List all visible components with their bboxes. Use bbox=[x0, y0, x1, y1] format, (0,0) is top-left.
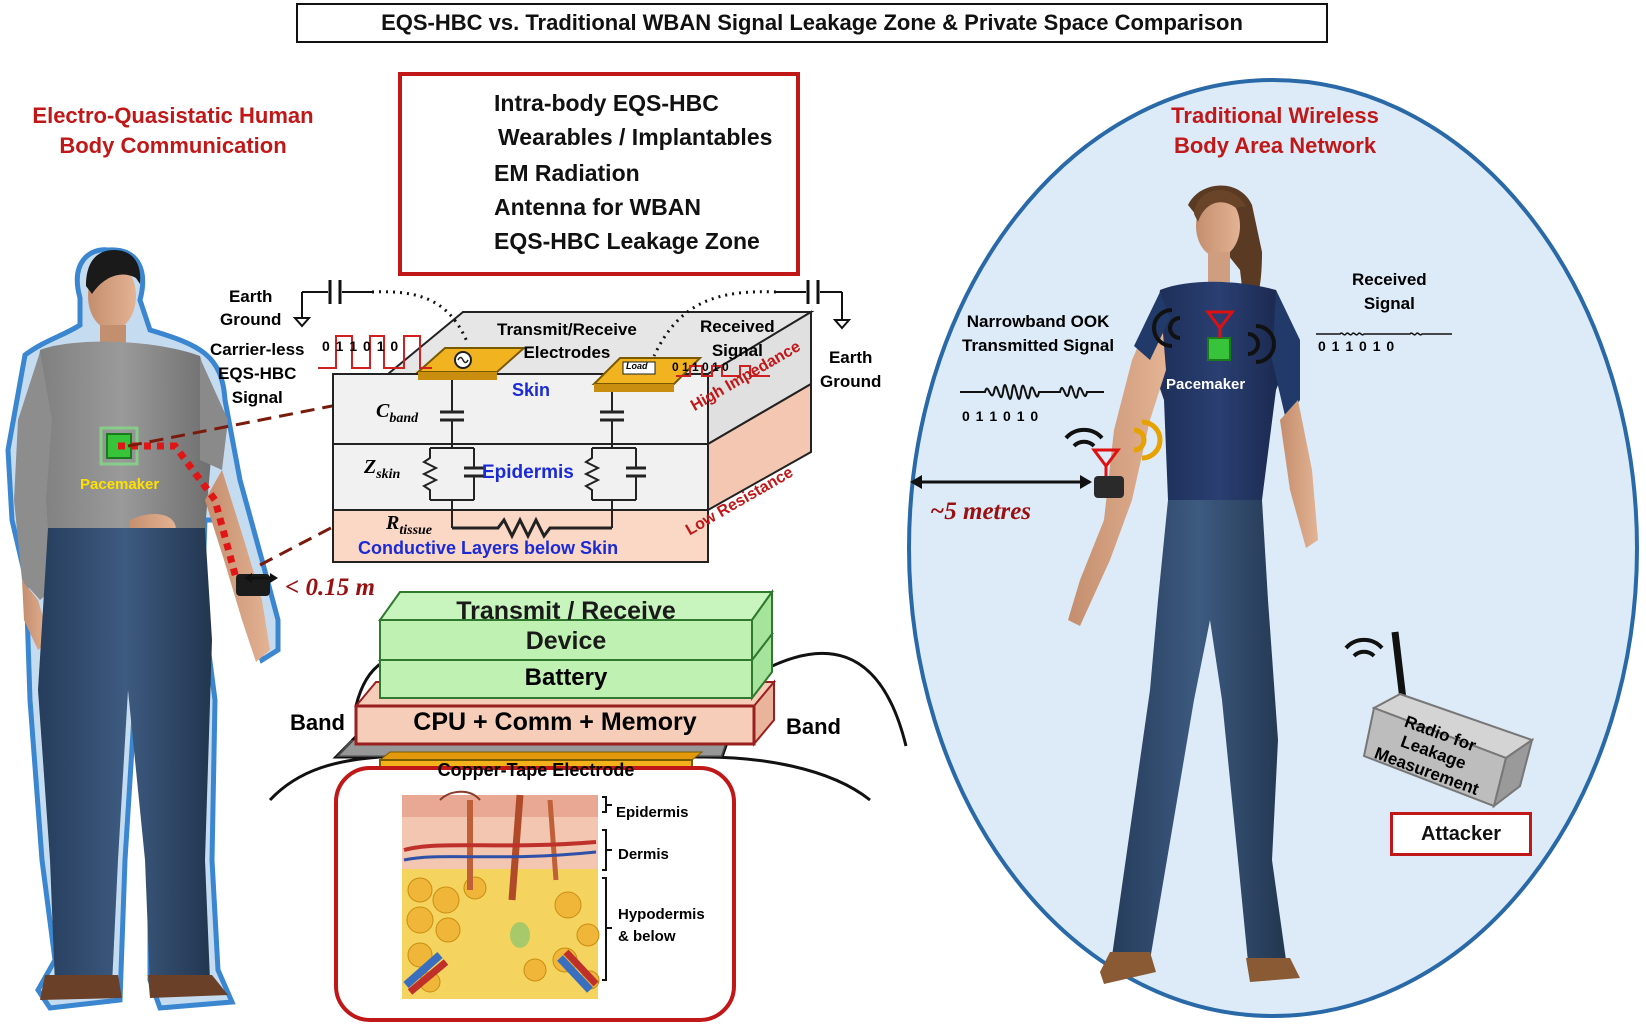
tx-bits-label: 0 1 1 0 1 0 bbox=[322, 338, 400, 354]
attacker-label: Attacker bbox=[1390, 812, 1532, 856]
right-title-line2: Body Area Network bbox=[1173, 133, 1377, 158]
distance-label-right: ~5 metres bbox=[930, 498, 1032, 525]
ook-rx-line2: Signal bbox=[1363, 294, 1415, 313]
band-right-label: Band bbox=[786, 714, 841, 739]
cpu-label: CPU + Comm + Memory bbox=[413, 708, 697, 736]
ook-rx-line1: Received bbox=[1352, 270, 1427, 289]
ook-tx-label: Narrowband OOK Transmitted Signal bbox=[962, 310, 1114, 358]
copper-electrode-label: Copper-Tape Electrode bbox=[437, 760, 635, 780]
r-tissue-sub: tissue bbox=[399, 523, 433, 538]
rx-bits-label: 0 1 1 0 1 0 bbox=[672, 360, 729, 374]
z-skin-main: Z bbox=[364, 456, 377, 478]
ook-tx-line1: Narrowband OOK bbox=[966, 312, 1110, 331]
battery-label: Battery bbox=[524, 664, 608, 691]
r-tissue-main: R bbox=[386, 512, 400, 534]
r-tissue-label: Rtissue bbox=[386, 512, 432, 539]
electrodes-line2: Electrodes bbox=[523, 343, 611, 362]
em-radiation-icons bbox=[1064, 308, 1384, 658]
pacemaker-cube-right bbox=[1207, 337, 1231, 361]
conductive-layers-label: Conductive Layers below Skin bbox=[358, 538, 619, 558]
legend-label: Wearables / Implantables bbox=[498, 124, 773, 150]
z-skin-sub: skin bbox=[376, 467, 401, 482]
legend-item-leakage-zone: EQS-HBC Leakage Zone bbox=[402, 224, 796, 258]
legend-label: EM Radiation bbox=[494, 160, 640, 186]
female-figure bbox=[1068, 185, 1318, 984]
legend-item-em-radiation: EM Radiation bbox=[402, 156, 796, 190]
legend-item-wearables: Wearables / Implantables bbox=[402, 120, 796, 154]
earth-ground-right bbox=[652, 280, 852, 357]
carrier-line2: EQS-HBC bbox=[218, 364, 297, 383]
received-line1: Received bbox=[700, 317, 775, 336]
earth-ground-left-line1: Earth bbox=[228, 287, 273, 306]
legend-label: Intra-body EQS-HBC bbox=[494, 90, 719, 116]
legend-label: EQS-HBC Leakage Zone bbox=[494, 228, 760, 254]
page-title: EQS-HBC vs. Traditional WBAN Signal Leak… bbox=[296, 3, 1328, 43]
left-title-line1: Electro-Quasistatic Human bbox=[32, 103, 314, 128]
pacemaker-label-right: Pacemaker bbox=[1166, 376, 1246, 393]
earth-ground-right-line1: Earth bbox=[828, 348, 873, 367]
legend-item-antenna: Antenna for WBAN bbox=[402, 190, 796, 224]
male-figure bbox=[5, 247, 281, 1011]
earth-ground-left-label: Earth Ground bbox=[220, 285, 281, 331]
ook-tx-line2: Transmitted Signal bbox=[962, 336, 1115, 355]
ook-rx-label: Received Signal bbox=[1352, 268, 1427, 316]
ook-tx-bits: 0 1 1 0 1 0 bbox=[962, 408, 1040, 424]
ook-tx-wave bbox=[960, 384, 1104, 400]
layer-hypo-line2: & below bbox=[618, 928, 676, 945]
rx-square-wave bbox=[676, 365, 770, 377]
carrier-line1: Carrier-less bbox=[210, 340, 305, 359]
layer-epidermis-label: Epidermis bbox=[616, 804, 689, 821]
load-label: Load bbox=[626, 361, 648, 371]
electrodes-line1: Transmit/Receive bbox=[497, 320, 637, 339]
right-section-title: Traditional Wireless Body Area Network bbox=[1130, 101, 1420, 161]
device-top-line1: Transmit / Receive bbox=[456, 597, 676, 625]
earth-ground-left bbox=[292, 280, 470, 345]
right-title-line1: Traditional Wireless bbox=[1171, 103, 1379, 128]
tx-square-wave bbox=[318, 335, 432, 369]
c-band-sub: band bbox=[389, 411, 419, 426]
earth-ground-left-line2: Ground bbox=[220, 310, 282, 329]
earth-ground-right-label: Earth Ground bbox=[820, 346, 881, 394]
legend-label: Antenna for WBAN bbox=[494, 194, 701, 220]
band-left-label: Band bbox=[290, 710, 345, 735]
carrier-line3: Signal bbox=[231, 388, 283, 407]
c-band-label: Cband bbox=[376, 400, 418, 427]
received-line2: Signal bbox=[711, 341, 763, 360]
legend-item-intra-body: Intra-body EQS-HBC bbox=[402, 86, 796, 120]
ook-rx-wave bbox=[1316, 332, 1452, 336]
received-signal-label: Received Signal bbox=[700, 315, 775, 363]
leakage-radio-box bbox=[1362, 631, 1535, 809]
carrier-less-label: Carrier-less EQS-HBC Signal bbox=[210, 338, 305, 410]
em-radiation-orange bbox=[1133, 419, 1163, 461]
device-top-line2: Device bbox=[525, 627, 607, 655]
left-title-line2: Body Communication bbox=[59, 133, 287, 158]
earth-ground-right-line2: Ground bbox=[820, 372, 882, 391]
transmit-receive-device-label: Transmit / Receive Device bbox=[380, 596, 752, 656]
left-section-title: Electro-Quasistatic Human Body Communica… bbox=[28, 101, 318, 161]
layer-dermis-label: Dermis bbox=[618, 846, 669, 863]
pacemaker-label-left: Pacemaker bbox=[80, 476, 160, 493]
layer-hypo-line1: Hypodermis bbox=[618, 906, 705, 923]
z-skin-label: Zskin bbox=[364, 456, 400, 483]
skin-model-box bbox=[332, 310, 815, 563]
electrodes-label: Transmit/Receive Electrodes bbox=[497, 318, 637, 364]
epidermis-label: Epidermis bbox=[482, 462, 574, 483]
distance-label-left: < 0.15 m bbox=[285, 574, 375, 601]
c-band-main: C bbox=[376, 400, 390, 422]
layer-hypodermis-label: Hypodermis & below bbox=[618, 904, 705, 948]
skin-label: Skin bbox=[512, 380, 551, 400]
legend-box: Intra-body EQS-HBC Wearables / Implantab… bbox=[398, 72, 800, 276]
ook-rx-bits: 0 1 1 0 1 0 bbox=[1318, 338, 1396, 354]
device-stack bbox=[268, 588, 908, 1022]
